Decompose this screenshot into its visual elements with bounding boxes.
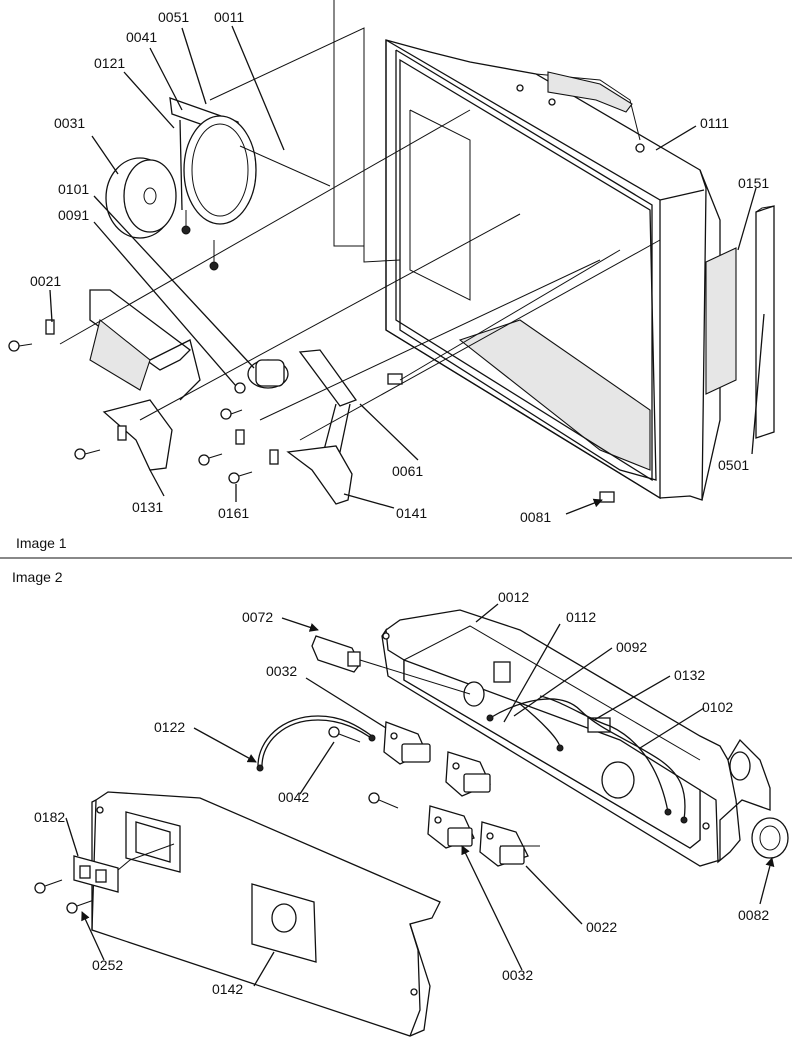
gasket-strip-0501 [755,205,775,439]
callout-0121: 0121 [94,55,125,71]
panel-image-1: 0051 0011 0041 0121 0031 0101 0091 0021 … [8,0,775,551]
control-bracket-0012 [381,609,771,867]
callout-0032-bottom: 0032 [502,967,533,983]
callout-0101: 0101 [58,181,89,197]
callout-0021: 0021 [30,273,61,289]
callout-leaders-image2 [65,603,775,987]
chute-right-0141 [286,349,358,505]
fastener-set-image2 [34,726,399,914]
fan-blade-0031 [105,157,177,239]
caption-image-1: Image 1 [16,535,67,551]
callout-0182: 0182 [34,809,65,825]
switch-0032-lower [427,805,475,849]
callout-0142: 0142 [212,981,243,997]
callout-0141: 0141 [396,505,427,521]
callout-0081: 0081 [520,509,551,525]
callout-0092: 0092 [616,639,647,655]
callout-0161: 0161 [218,505,249,521]
chute-left-0131 [89,289,201,471]
callout-0082: 0082 [738,907,769,923]
callout-0151: 0151 [738,175,769,191]
assembly-guide-lines-image2 [129,843,540,861]
callout-0042: 0042 [278,789,309,805]
switch-0112 [445,751,491,797]
callout-0102: 0102 [702,699,733,715]
callout-0031: 0031 [54,115,85,131]
callout-0061: 0061 [392,463,423,479]
callout-0072: 0072 [242,609,273,625]
callout-0041: 0041 [126,29,157,45]
callout-0501: 0501 [718,457,749,473]
callout-0032-top: 0032 [266,663,297,679]
callout-0252: 0252 [92,957,123,973]
wire-harness-0102 [486,695,688,824]
fan-bracket-0041 [169,97,257,271]
callout-leaders-image1 [49,25,765,515]
callout-0112: 0112 [566,609,596,625]
callout-0022: 0022 [586,919,617,935]
callout-0011: 0011 [214,9,244,25]
callout-0091: 0091 [58,207,89,223]
assembly-guide-lines-image1 [59,0,661,441]
callout-labels-image1: 0051 0011 0041 0121 0031 0101 0091 0021 … [30,9,769,525]
panel-image-2: Image 2 [12,569,789,1037]
callout-0051: 0051 [158,9,189,25]
callout-labels-image2: 0072 0012 0112 0092 0032 0132 0102 0122 … [34,589,769,997]
front-plate-0142 [91,791,441,1037]
housing-frame-0111 [385,39,737,501]
fan-motor-0101 [234,359,289,394]
callout-0132: 0132 [674,667,705,683]
switch-module-0182 [73,855,131,893]
lamp-socket-0082 [751,817,789,859]
switch-0022 [479,821,529,867]
wire-lead-0122 [256,715,376,772]
connector-0072 [311,635,471,695]
caption-image-2: Image 2 [12,569,63,585]
callout-0131: 0131 [132,499,163,515]
switch-0032-upper [383,721,431,765]
callout-0012: 0012 [498,589,529,605]
fastener-set-image1 [8,319,615,503]
callout-0111: 0111 [700,115,729,131]
callout-0122: 0122 [154,719,185,735]
